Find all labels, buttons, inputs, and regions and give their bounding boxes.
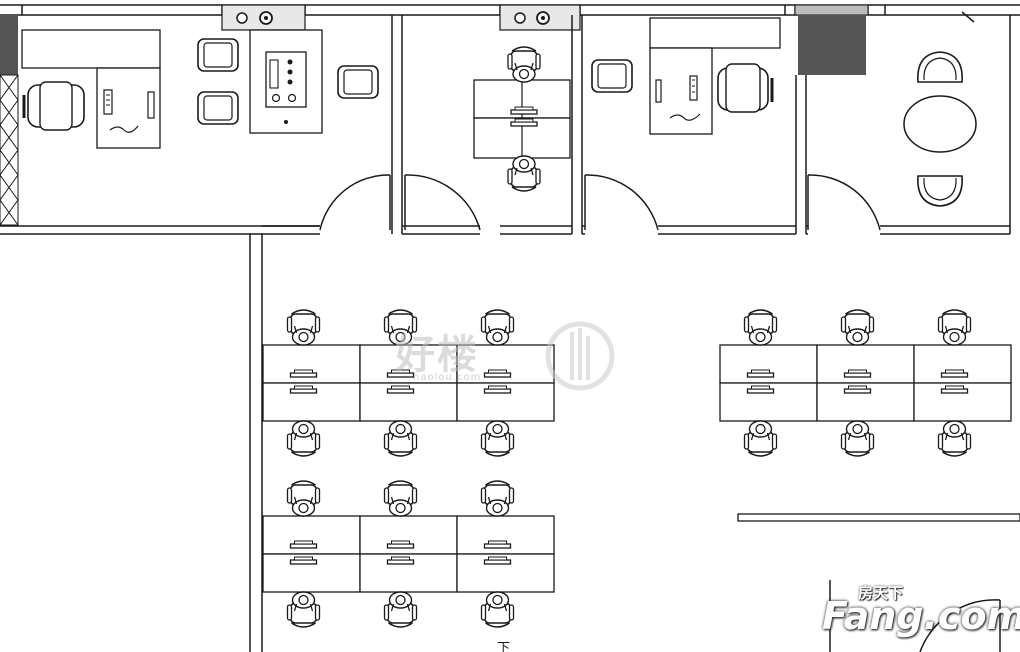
- workstation-cluster: [719, 309, 1012, 457]
- room-2-office: [473, 46, 571, 192]
- fang-watermark: 房天下 Fang.com: [822, 580, 1020, 650]
- fang-cn-logo: 房天下: [858, 584, 904, 602]
- wall-pillars: [221, 4, 869, 31]
- workstation-pair: [456, 309, 555, 457]
- workstation-pair: [262, 480, 361, 628]
- office-walls: [0, 15, 1011, 652]
- room-1-office: [21, 29, 379, 149]
- room-4-meeting: [903, 11, 977, 207]
- haolou-logo: 好楼: [395, 332, 479, 378]
- open-area-partition: [737, 513, 1020, 522]
- haolou-site: haolou.com: [413, 372, 482, 383]
- workstation-pair: [262, 309, 361, 457]
- open-workstations: [262, 309, 1012, 628]
- room-3-office: [591, 17, 781, 135]
- dark-column-left: [0, 15, 18, 75]
- door-swings: [319, 174, 1001, 652]
- dark-column-right: [798, 15, 866, 75]
- workstation-pair: [456, 480, 555, 628]
- workstation-pair: [359, 480, 458, 628]
- workstation-pair: [816, 309, 915, 457]
- workstation-pair: [913, 309, 1012, 457]
- fang-en-logo: Fang.com: [822, 594, 1020, 638]
- workstation-pair: [719, 309, 818, 457]
- workstation-cluster: [262, 480, 555, 628]
- corridor-mark: 下: [497, 641, 510, 652]
- workstation-cluster: [262, 309, 555, 457]
- left-hatched-wall: [0, 74, 19, 226]
- haolou-watermark: 好楼 haolou.com: [395, 321, 625, 392]
